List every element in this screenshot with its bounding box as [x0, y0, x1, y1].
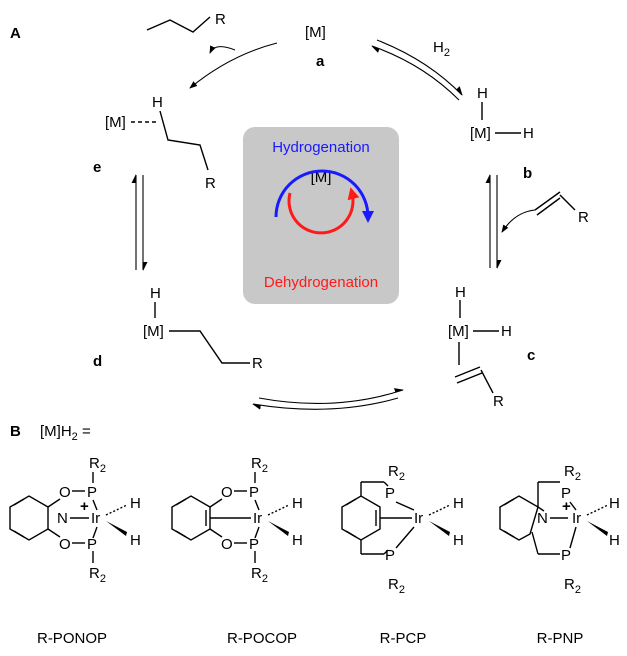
h-atom: H	[609, 532, 620, 549]
equilibrium-b-c: R	[485, 174, 589, 269]
metal-label: [M]	[305, 24, 326, 41]
p-atom: P	[385, 485, 395, 502]
species-label-a: a	[316, 53, 325, 70]
species-c: H [M] H R c	[448, 284, 535, 410]
center-metal-label: [M]	[311, 169, 332, 186]
p-atom: P	[385, 547, 395, 564]
species-label-b: b	[523, 165, 532, 182]
h-atom: H	[453, 532, 464, 549]
h-atom: H	[609, 495, 620, 512]
h-label: H	[501, 323, 512, 340]
metal-label: [M]	[448, 323, 469, 340]
metal-label: [M]	[470, 125, 491, 142]
charge-plus: +	[80, 498, 89, 515]
h-label: H	[152, 94, 163, 111]
complex-name: R-PCP	[380, 630, 427, 647]
r-label: R	[493, 393, 504, 410]
equilibrium-a-b: H2	[371, 39, 463, 101]
p-atom: P	[561, 485, 571, 502]
h-label: H	[455, 284, 466, 301]
r-label: R	[205, 175, 216, 192]
complex-pnp: N P P R2 R2 Ir + H H R-PNP	[499, 463, 620, 647]
charge-plus: +	[562, 498, 571, 515]
mh2-label: [M]H2 =	[40, 423, 91, 443]
ir-atom: Ir	[572, 510, 581, 527]
species-d: H [M] R d	[93, 285, 263, 372]
o-atom: O	[221, 484, 233, 501]
complex-name: R-PNP	[537, 630, 584, 647]
h-label: H	[150, 285, 161, 302]
o-atom: O	[221, 536, 233, 553]
h2-reagent: H2	[433, 39, 450, 59]
r2-group: R2	[564, 576, 581, 596]
alkane-product: R	[146, 11, 226, 33]
r-label: R	[215, 11, 226, 28]
r2-group: R2	[564, 463, 581, 483]
r2-group: R2	[89, 455, 106, 475]
complex-name: R-POCOP	[227, 630, 297, 647]
p-atom: P	[87, 484, 97, 501]
complex-pcp: P P R2 R2 Ir H H R-PCP	[341, 463, 464, 647]
species-label-d: d	[93, 353, 102, 370]
center-box: Hydrogenation [M] Dehydrogenation	[243, 127, 399, 304]
equilibrium-d-e	[131, 174, 148, 271]
section-a-label: A	[10, 25, 21, 42]
metal-label: [M]	[143, 323, 164, 340]
complex-ponop: N O O P P R2 R2 Ir + H H R-PONOP	[9, 455, 141, 647]
dehydrogenation-arrow	[287, 187, 360, 235]
r-label: R	[578, 209, 589, 226]
dehydrogenation-label: Dehydrogenation	[264, 274, 378, 291]
r2-group: R2	[388, 576, 405, 596]
species-label-c: c	[527, 347, 535, 364]
o-atom: O	[59, 536, 71, 553]
ir-atom: Ir	[253, 510, 262, 527]
species-a: [M] a	[305, 24, 326, 70]
hydrogenation-arrow	[274, 169, 374, 223]
species-b: H [M] H b	[470, 85, 534, 182]
complex-name: R-PONOP	[37, 630, 107, 647]
r2-group: R2	[251, 565, 268, 585]
r2-group: R2	[388, 463, 405, 483]
h-atom: H	[130, 495, 141, 512]
p-atom: P	[87, 536, 97, 553]
h-atom: H	[292, 532, 303, 549]
hydrogenation-label: Hydrogenation	[272, 139, 370, 156]
h-label: H	[523, 125, 534, 142]
center-box-background	[243, 127, 399, 304]
h-label: H	[477, 85, 488, 102]
p-atom: P	[561, 547, 571, 564]
ir-atom: Ir	[414, 510, 423, 527]
n-atom: N	[57, 510, 68, 527]
section-b-label: B	[10, 423, 21, 440]
n-atom: N	[537, 510, 548, 527]
r2-group: R2	[89, 565, 106, 585]
ir-atom: Ir	[91, 510, 100, 527]
r2-group: R2	[251, 455, 268, 475]
h-atom: H	[292, 495, 303, 512]
p-atom: P	[249, 536, 259, 553]
r-label: R	[252, 355, 263, 372]
species-label-e: e	[93, 159, 101, 176]
metal-label: [M]	[105, 114, 126, 131]
arrow-a-to-e	[189, 42, 278, 89]
equilibrium-c-d	[252, 388, 404, 410]
species-e: H [M] R e	[93, 94, 216, 192]
complex-pocop: O O P P R2 R2 Ir H H R-POCOP	[171, 455, 303, 647]
h-atom: H	[130, 532, 141, 549]
o-atom: O	[59, 484, 71, 501]
h-atom: H	[453, 495, 464, 512]
p-atom: P	[249, 484, 259, 501]
